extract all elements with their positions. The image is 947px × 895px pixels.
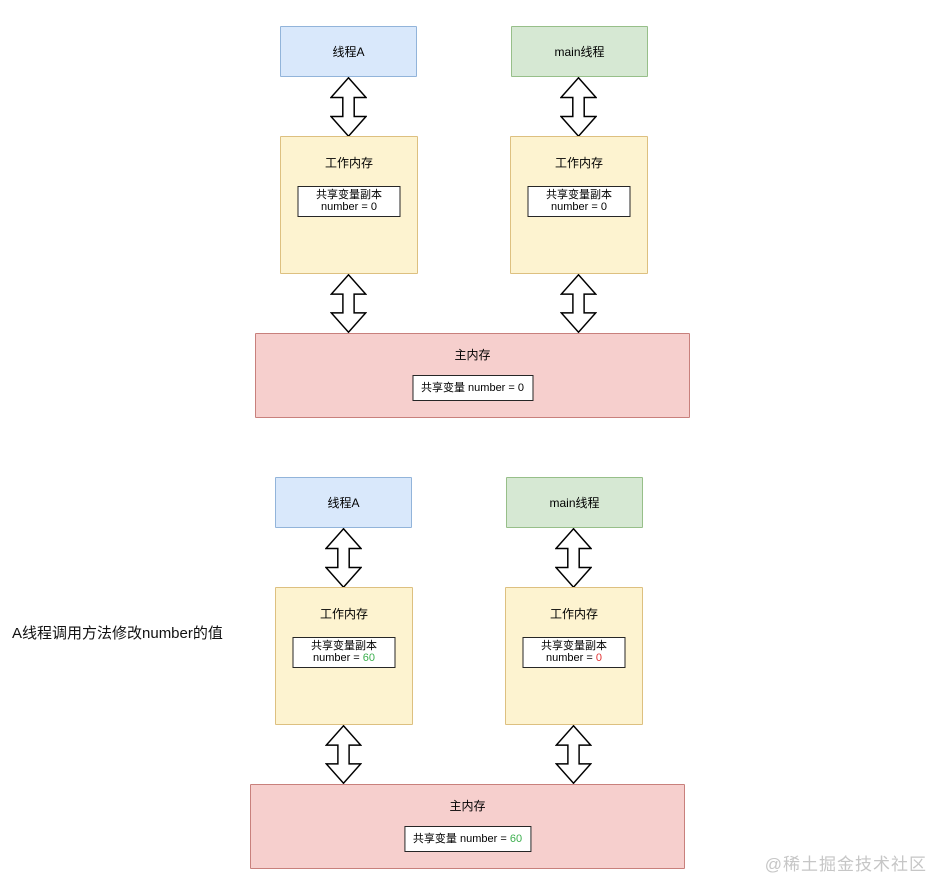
thread-a-label: 线程A xyxy=(327,496,360,510)
bidirectional-arrow-icon xyxy=(555,528,592,588)
number-value: 0 xyxy=(595,652,602,664)
thread-a-box: 线程A xyxy=(280,26,417,77)
annotation-text: A线程调用方法修改number的值 xyxy=(12,625,223,642)
number-value: 0 xyxy=(600,201,607,213)
work-memory-main-box: 工作内存 共享变量副本 number = 0 xyxy=(505,587,643,725)
main-thread-label: main线程 xyxy=(549,496,600,510)
main-thread-box: main线程 xyxy=(506,477,643,528)
bidirectional-arrow-icon xyxy=(555,725,592,784)
main-memory-box: 主内存 共享变量 number = 0 xyxy=(255,333,690,418)
work-memory-title: 工作内存 xyxy=(324,156,373,170)
main-thread-label: main线程 xyxy=(554,45,605,59)
bidirectional-arrow-icon xyxy=(325,528,362,588)
work-memory-title: 工作内存 xyxy=(549,607,598,621)
shared-variable-copy-box: 共享变量副本 number = 60 xyxy=(292,637,396,668)
number-value: 60 xyxy=(362,652,376,664)
number-value: 60 xyxy=(509,833,523,845)
work-memory-main-box: 工作内存 共享变量副本 number = 0 xyxy=(510,136,648,274)
shared-variable-copy-box: 共享变量副本 number = 0 xyxy=(522,637,626,668)
bidirectional-arrow-icon xyxy=(330,274,367,333)
bidirectional-arrow-icon xyxy=(330,77,367,137)
diagram-initial-state: 线程A main线程 工作内存 共享变量副本 number = 0 工作内存 共… xyxy=(0,0,947,447)
shared-variable-box: 共享变量 number = 60 xyxy=(403,826,532,852)
watermark: @稀土掘金技术社区 xyxy=(764,855,927,874)
number-value: 0 xyxy=(517,382,525,394)
main-memory-title: 主内存 xyxy=(454,348,491,362)
main-memory-box: 主内存 共享变量 number = 60 xyxy=(250,784,685,869)
shared-variable-box: 共享变量 number = 0 xyxy=(411,375,534,401)
work-memory-a-box: 工作内存 共享变量副本 number = 60 xyxy=(275,587,413,725)
shared-variable-copy-box: 共享变量副本 number = 0 xyxy=(527,186,631,217)
shared-variable-copy-label: 共享变量副本 xyxy=(541,640,607,652)
diagram-after-update: 线程A main线程 工作内存 共享变量副本 number = 60 工作内存 … xyxy=(0,451,942,895)
main-thread-box: main线程 xyxy=(511,26,648,77)
shared-variable-copy-box: 共享变量副本 number = 0 xyxy=(297,186,401,217)
shared-variable-copy-value: number = 60 xyxy=(312,652,376,664)
shared-variable-copy-value: number = 0 xyxy=(321,201,377,213)
bidirectional-arrow-icon xyxy=(560,77,597,137)
bidirectional-arrow-icon xyxy=(325,725,362,784)
work-memory-title: 工作内存 xyxy=(319,607,368,621)
shared-variable-copy-value: number = 0 xyxy=(546,652,602,664)
thread-a-label: 线程A xyxy=(332,45,365,59)
number-value: 0 xyxy=(370,201,377,213)
shared-variable-copy-value: number = 0 xyxy=(551,201,607,213)
shared-variable-copy-label: 共享变量副本 xyxy=(546,189,612,201)
shared-variable-copy-label: 共享变量副本 xyxy=(311,640,377,652)
bidirectional-arrow-icon xyxy=(560,274,597,333)
thread-a-box: 线程A xyxy=(275,477,412,528)
shared-variable-copy-label: 共享变量副本 xyxy=(316,189,382,201)
work-memory-a-box: 工作内存 共享变量副本 number = 0 xyxy=(280,136,418,274)
work-memory-title: 工作内存 xyxy=(554,156,603,170)
main-memory-title: 主内存 xyxy=(449,799,486,813)
